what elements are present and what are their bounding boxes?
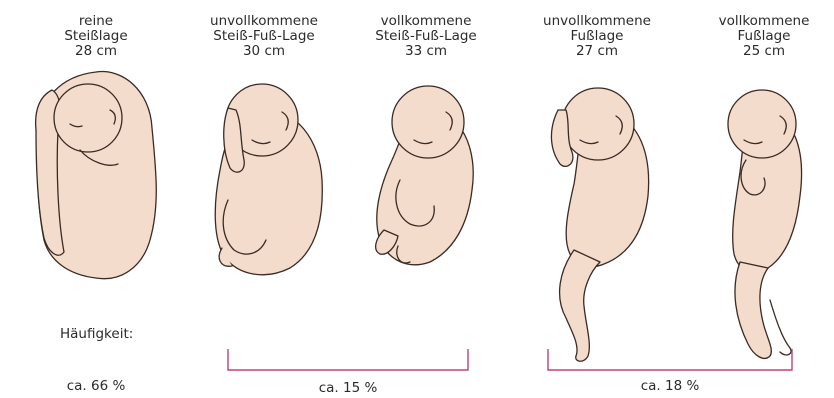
- fetus-reine-steisslage: [36, 72, 157, 279]
- fetus-unvollkommene-steiss-fuss-lage: [215, 84, 322, 275]
- fetus-vollkommene-steiss-fuss-lage: [376, 86, 474, 265]
- frequency-reine-steisslage: ca. 66 %: [67, 378, 126, 394]
- frequency-steiss-fuss-lage: ca. 15 %: [319, 380, 378, 396]
- fetus-unvollkommene-fusslage: [551, 88, 648, 361]
- frequency-fusslage: ca. 18 %: [641, 378, 700, 394]
- fetus-vollkommene-fusslage: [728, 90, 802, 358]
- frequency-title: Häufigkeit:: [60, 326, 133, 342]
- bracket-steiss-fuss-lage: [228, 349, 468, 370]
